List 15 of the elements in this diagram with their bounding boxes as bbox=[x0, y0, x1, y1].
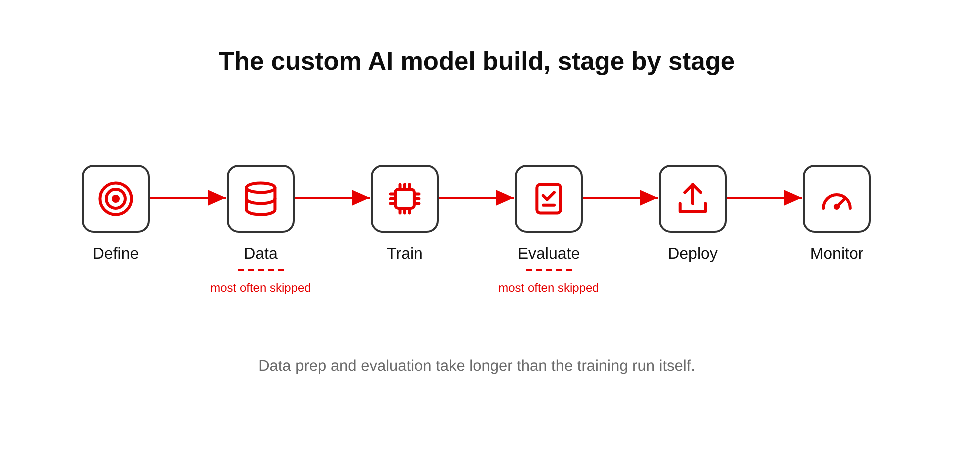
title: The custom AI model build, stage by stage bbox=[218, 47, 736, 78]
stage-label: Train bbox=[387, 245, 423, 265]
arrow bbox=[727, 190, 802, 206]
arrow bbox=[295, 190, 370, 206]
stage-label: Define bbox=[92, 245, 140, 265]
arrow bbox=[439, 190, 514, 206]
note: most often skipped bbox=[498, 281, 600, 296]
stage-label: Data bbox=[244, 245, 278, 265]
stage-label: Monitor bbox=[810, 245, 864, 265]
stage-label: Evaluate bbox=[518, 245, 580, 265]
note: most often skipped bbox=[210, 281, 312, 296]
arrow bbox=[583, 190, 658, 206]
arrow bbox=[150, 190, 226, 206]
caption: Data prep and evaluation take longer than the training run itself. bbox=[258, 357, 696, 377]
stage-label: Deploy bbox=[668, 245, 718, 265]
